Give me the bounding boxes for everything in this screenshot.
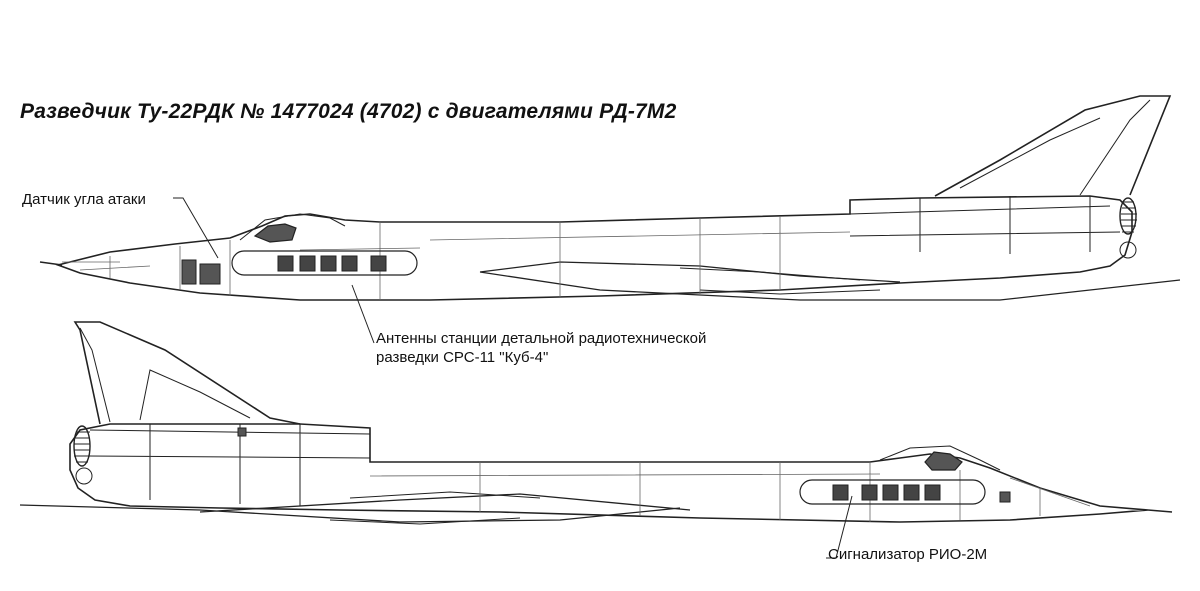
rio-leader-line — [826, 495, 853, 559]
lower-wing-root — [19, 493, 691, 523]
upper-engine-nozzle — [1119, 197, 1137, 235]
aircraft-right-profile-lower — [19, 321, 1173, 559]
lower-panel-lines — [369, 462, 1091, 522]
lower-engine-nacelle — [87, 424, 371, 506]
upper-nose-detail — [62, 256, 151, 278]
upper-pylon — [679, 267, 881, 295]
upper-fin-rudder — [1079, 99, 1151, 196]
upper-antenna-fairing — [231, 250, 418, 276]
lower-fuselage-outline — [69, 423, 1149, 523]
upper-fin-panel — [959, 117, 1101, 189]
lower-fin-panel — [139, 369, 251, 421]
upper-nozzle-petals — [1121, 201, 1137, 233]
callout-rio-signaler: Сигнализатор РИО-2М — [828, 546, 988, 563]
lower-canopy-frame — [879, 445, 1001, 471]
callout-antennas: Антенны станции детальной радиотехническ… — [376, 329, 706, 367]
upper-antenna-windows — [277, 255, 387, 272]
lower-engine-nozzle — [73, 425, 91, 467]
lower-antenna-fairing — [799, 479, 986, 505]
lower-canopy — [924, 451, 963, 471]
callout-antennas-line1: Антенны станции детальной радиотехническ… — [376, 330, 707, 347]
upper-tail-bumper — [1119, 241, 1137, 259]
upper-vertical-fin — [934, 95, 1172, 197]
lower-markers — [237, 427, 1011, 503]
aoa-leader-line — [173, 197, 219, 259]
lower-pylon — [329, 491, 541, 525]
upper-engine-nacelle — [849, 196, 1121, 254]
upper-fuselage-outline — [55, 195, 1133, 301]
lower-antenna-windows — [832, 484, 941, 501]
aircraft-left-profile-upper — [39, 95, 1181, 344]
upper-canopy-frame — [239, 213, 346, 241]
lower-vertical-fin — [73, 321, 301, 425]
page-title: Разведчик Ту-22РДК № 1477024 (4702) с дв… — [20, 100, 677, 123]
upper-sensor-block — [181, 259, 221, 285]
lower-nozzle-petals — [74, 431, 90, 463]
callout-antennas-line2: разведки СРС-11 "Куб-4" — [376, 349, 549, 366]
antenna-leader-line — [351, 284, 375, 344]
upper-canopy — [253, 223, 297, 243]
upper-wing-root — [479, 261, 1181, 301]
lower-tail-bumper — [75, 467, 93, 485]
lower-fin-rudder — [79, 327, 111, 423]
lower-nose-probe — [1147, 509, 1173, 513]
callout-aoa-sensor: Датчик угла атаки — [22, 191, 146, 208]
upper-nose-probe — [39, 261, 63, 266]
